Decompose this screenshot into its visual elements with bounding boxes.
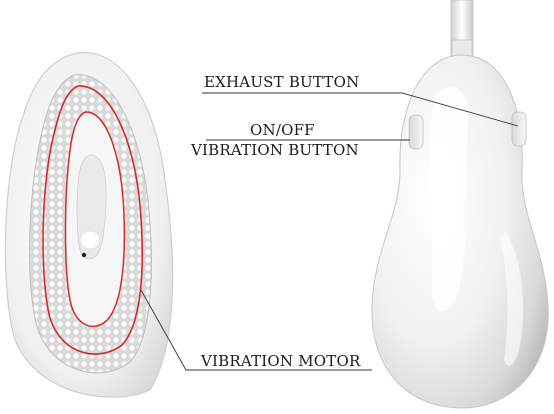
vibration-motor-outline (42, 85, 144, 355)
vibration-motor-label: VIBRATION MOTOR (201, 352, 361, 370)
motor-leader-line (140, 289, 372, 371)
vibration-button-label: VIBRATION BUTTON (191, 141, 359, 159)
pump-bulb (371, 0, 549, 409)
exhaust-button-label: EXHAUST BUTTON (204, 73, 360, 91)
pump-cup (4, 52, 174, 398)
exhaust-leader-line (202, 92, 519, 127)
onoff-label: ON/OFF (250, 121, 315, 139)
leader-lines (140, 92, 519, 371)
exhaust-button (511, 111, 527, 147)
onoff-vibration-button (408, 114, 424, 150)
